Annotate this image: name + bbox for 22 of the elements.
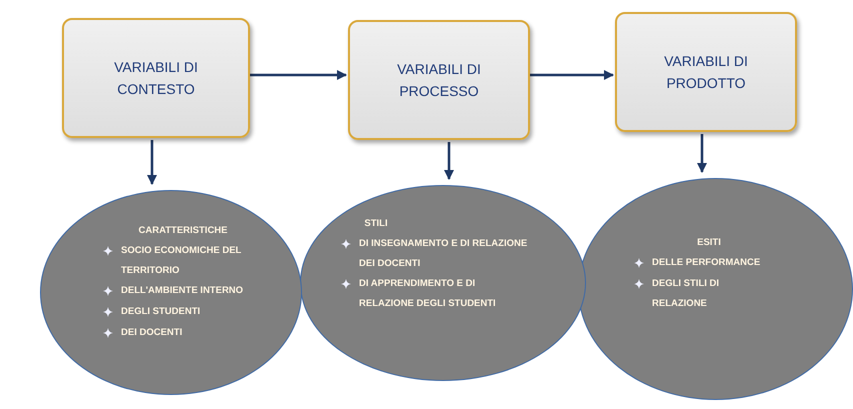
box-title: VARIABILI DI CONTESTO xyxy=(113,58,199,99)
box-title: VARIABILI DI PROCESSO xyxy=(396,60,482,101)
list-item: DI INSEGNAMENTO E DI RELAZIONE DEI DOCENTI xyxy=(359,237,528,271)
list-heading: CARATTERISTICHE xyxy=(138,225,228,236)
arrow xyxy=(250,70,347,80)
arrow xyxy=(444,142,454,180)
list-item: DEGLI STUDENTI xyxy=(121,305,200,319)
list-heading: STILI xyxy=(364,218,388,229)
list-heading: ESITI xyxy=(697,237,721,248)
list-item: SOCIO ECONOMICHE DEL TERRITORIO xyxy=(121,244,242,278)
arrow xyxy=(697,134,707,173)
box-title: VARIABILI DI PRODOTTO xyxy=(663,52,749,93)
arrow xyxy=(147,140,157,185)
list-item: DEI DOCENTI xyxy=(121,326,182,340)
list-item: DELLE PERFORMANCE xyxy=(652,256,760,270)
list-item: DELL'AMBIENTE INTERNO xyxy=(121,284,244,298)
process-box xyxy=(348,20,530,140)
list-item: DEGLI STILI DI RELAZIONE xyxy=(652,277,720,311)
arrow xyxy=(530,70,614,80)
list-item: DI APPRENDIMENTO E DI RELAZIONE DEGLI STUDENTI xyxy=(359,277,497,311)
process-box xyxy=(62,18,250,138)
process-box xyxy=(615,12,797,132)
